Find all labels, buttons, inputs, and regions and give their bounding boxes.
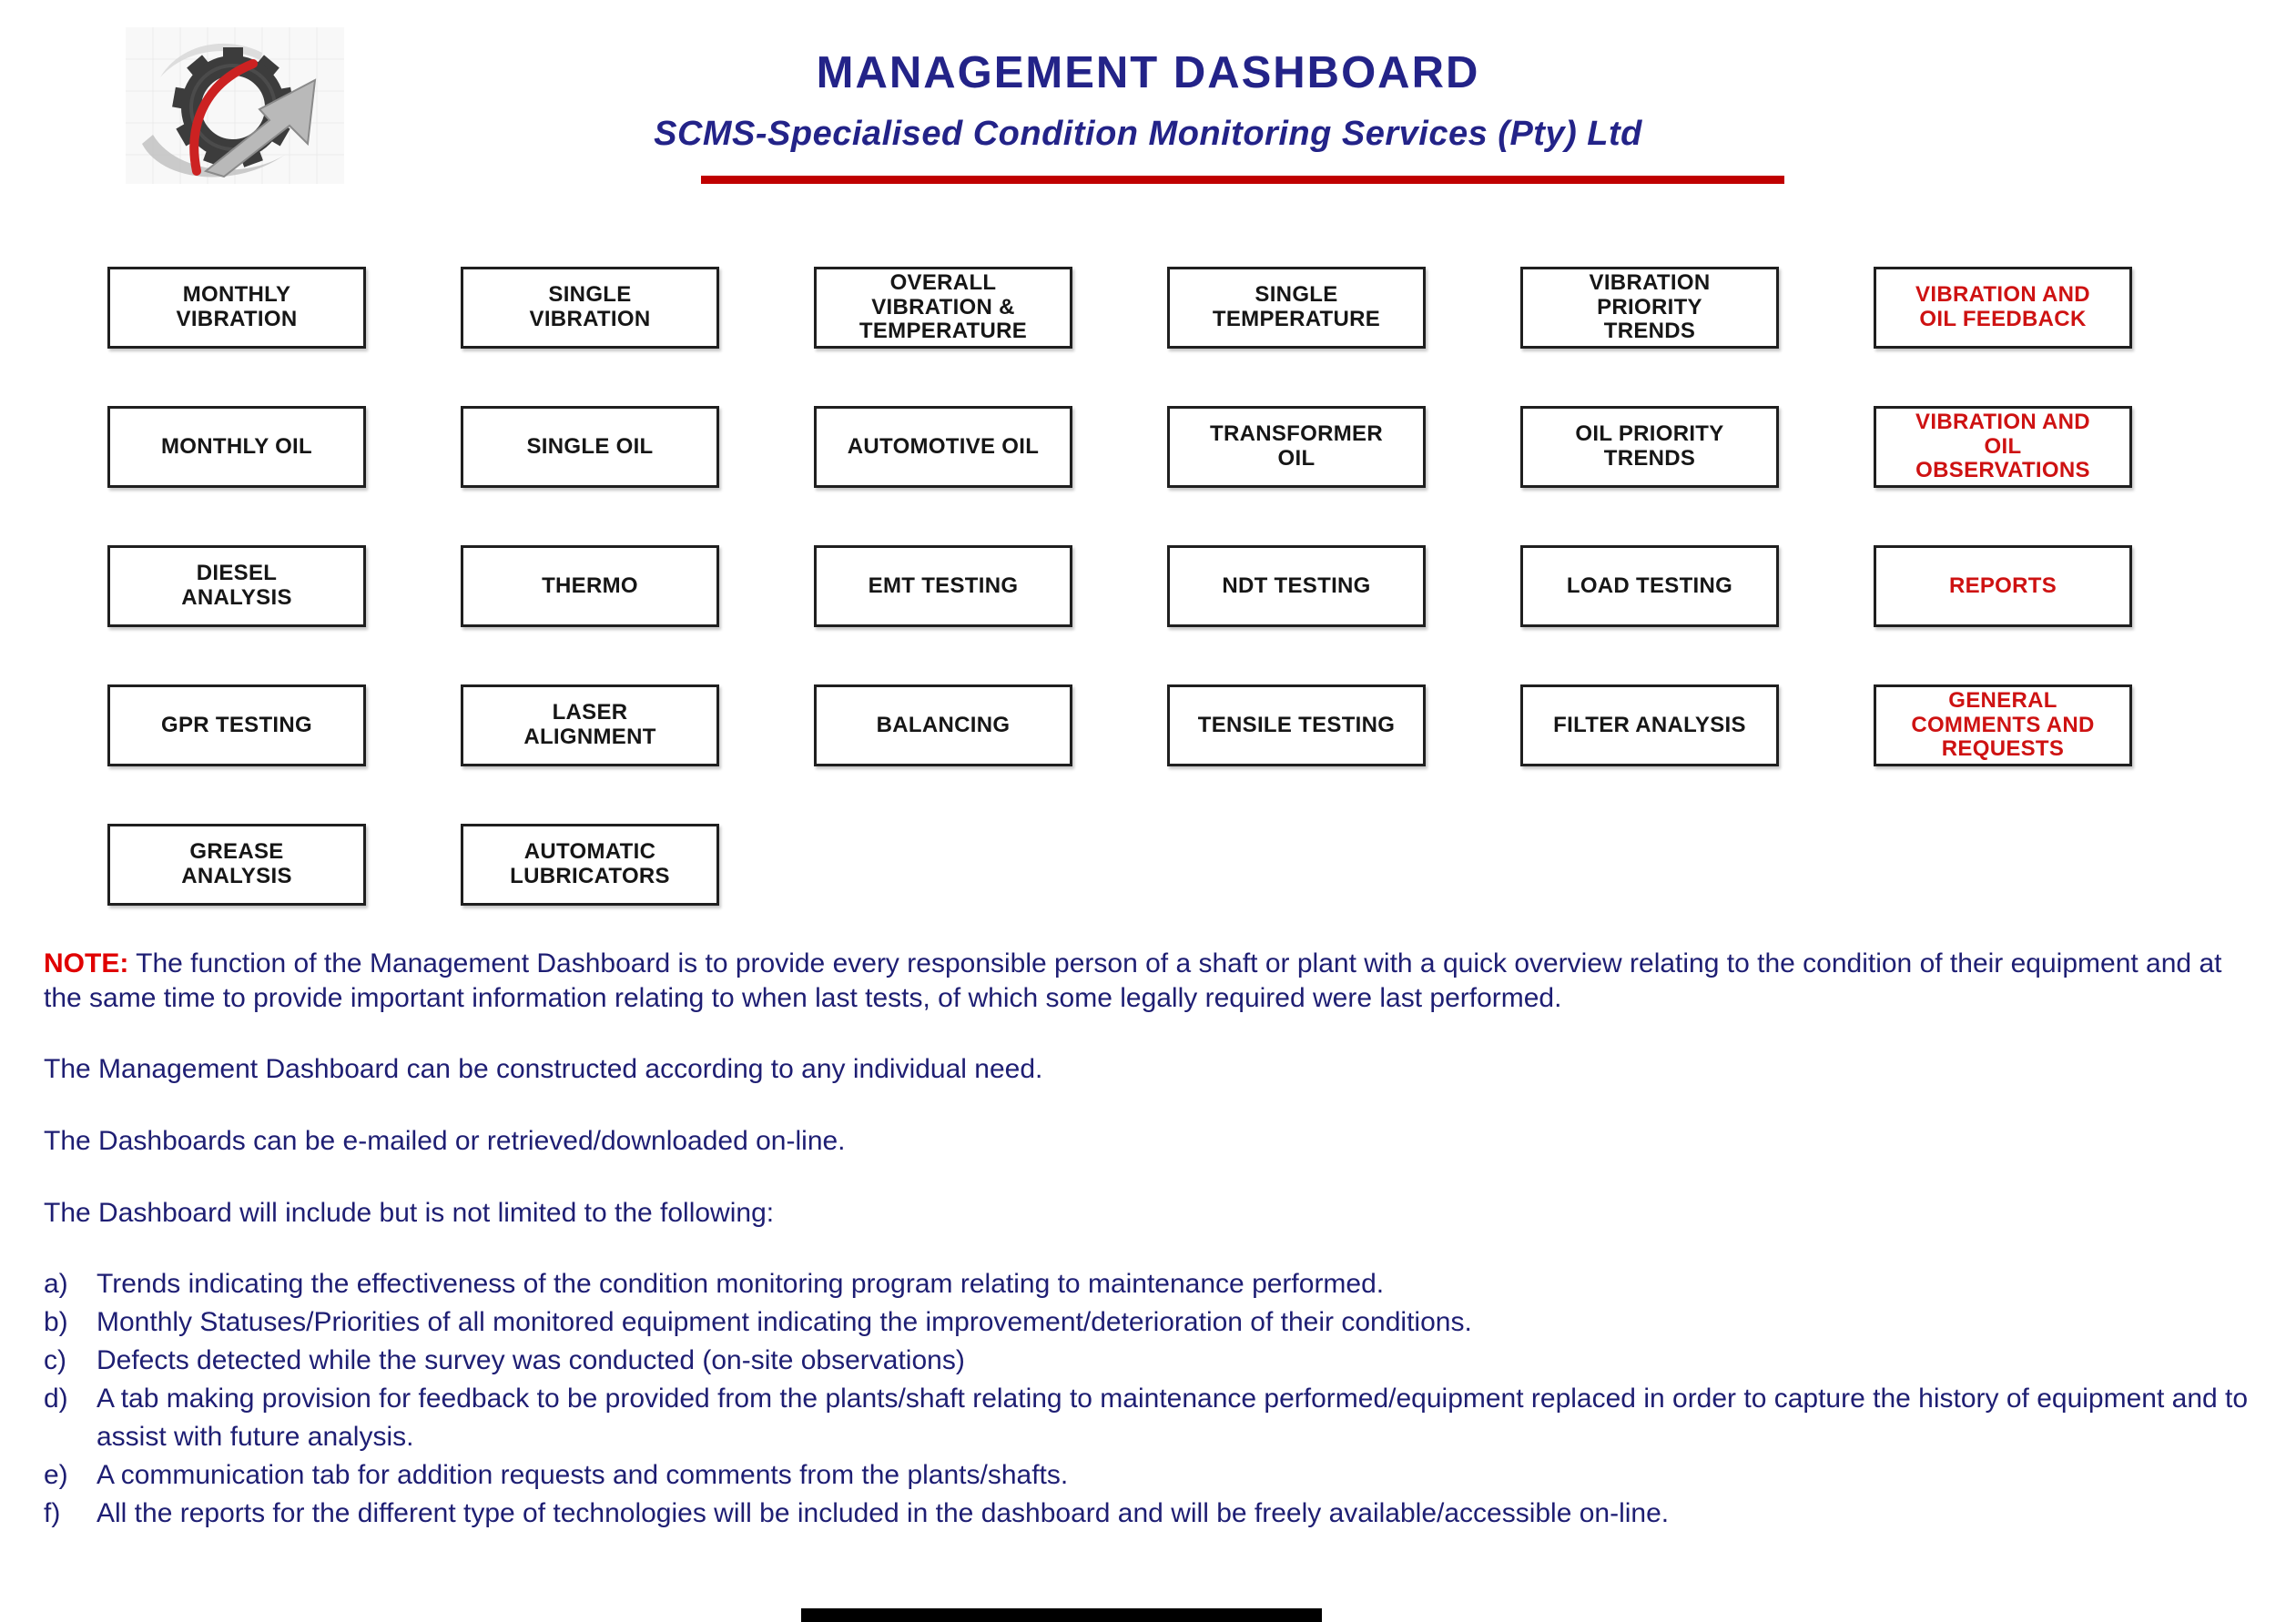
list-item-f: f) All the reports for the different typ… [44,1495,2263,1533]
list-text: Trends indicating the effectiveness of t… [97,1269,1385,1299]
list-item-c: c) Defects detected while the survey was… [44,1342,2263,1380]
btn-label: DIESEL ANALYSIS [181,561,292,610]
list-item-b: b) Monthly Statuses/Priorities of all mo… [44,1303,2263,1342]
list-marker: d) [44,1384,68,1414]
list-marker: f) [44,1498,61,1528]
btn-label: MONTHLY OIL [161,433,312,459]
btn-oil-priority-trends[interactable]: OIL PRIORITY TRENDS [1520,406,1779,488]
btn-overall-vibration-temperature[interactable]: OVERALL VIBRATION & TEMPERATURE [814,267,1072,349]
btn-label: OVERALL VIBRATION & TEMPERATURE [858,269,1028,344]
paragraph-include: The Dashboard will include but is not li… [44,1198,775,1228]
btn-label: VIBRATION PRIORITY TRENDS [1589,269,1711,344]
description-text-block: NOTE: The function of the Management Das… [44,947,2263,1533]
scms-gear-logo [126,27,344,184]
btn-automotive-oil[interactable]: AUTOMOTIVE OIL [814,406,1072,488]
btn-single-vibration[interactable]: SINGLE VIBRATION [461,267,719,349]
list-marker: b) [44,1307,68,1337]
list-text: Monthly Statuses/Priorities of all monit… [97,1307,1472,1337]
btn-label: AUTOMOTIVE OIL [847,433,1040,459]
btn-label: GPR TESTING [161,712,312,737]
list-text: A tab making provision for feedback to b… [97,1384,2249,1452]
btn-label: LOAD TESTING [1566,573,1733,598]
btn-label: SINGLE OIL [526,433,654,459]
paragraph-emailed: The Dashboards can be e-mailed or retrie… [44,1126,846,1156]
btn-grease-analysis[interactable]: GREASE ANALYSIS [107,824,366,906]
btn-automatic-lubricators[interactable]: AUTOMATIC LUBRICATORS [461,824,719,906]
btn-filter-analysis[interactable]: FILTER ANALYSIS [1520,684,1779,766]
btn-label: TRANSFORMER OIL [1210,421,1383,471]
btn-label: REPORTS [1948,573,2057,598]
btn-label: BALANCING [876,712,1011,737]
btn-monthly-vibration[interactable]: MONTHLY VIBRATION [107,267,366,349]
btn-label: GREASE ANALYSIS [181,839,292,888]
btn-load-testing[interactable]: LOAD TESTING [1520,545,1779,627]
paragraph-construct: The Management Dashboard can be construc… [44,1054,1043,1084]
btn-label: NDT TESTING [1222,573,1371,598]
btn-ndt-testing[interactable]: NDT TESTING [1167,545,1426,627]
btn-label: SINGLE VIBRATION [529,282,651,331]
note-text: The function of the Management Dashboard… [44,948,2222,1013]
btn-vibration-and-oil-feedback[interactable]: VIBRATION AND OIL FEEDBACK [1874,267,2132,349]
list-marker: e) [44,1460,68,1490]
btn-monthly-oil[interactable]: MONTHLY OIL [107,406,366,488]
btn-reports[interactable]: REPORTS [1874,545,2132,627]
list-text: Defects detected while the survey was co… [97,1345,965,1375]
btn-vibration-and-oil-observations[interactable]: VIBRATION AND OIL OBSERVATIONS [1874,406,2132,488]
btn-tensile-testing[interactable]: TENSILE TESTING [1167,684,1426,766]
btn-gpr-testing[interactable]: GPR TESTING [107,684,366,766]
list-marker: a) [44,1269,68,1299]
btn-label: VIBRATION AND OIL OBSERVATIONS [1915,409,2090,483]
btn-single-oil[interactable]: SINGLE OIL [461,406,719,488]
btn-label: LASER ALIGNMENT [523,700,656,749]
btn-label: EMT TESTING [868,573,1019,598]
btn-label: THERMO [542,573,638,598]
list-text: A communication tab for addition request… [97,1460,1069,1490]
note-label: NOTE: [44,948,129,978]
btn-emt-testing[interactable]: EMT TESTING [814,545,1072,627]
btn-label: VIBRATION AND OIL FEEDBACK [1915,282,2090,331]
btn-diesel-analysis[interactable]: DIESEL ANALYSIS [107,545,366,627]
page-subtitle: SCMS-Specialised Condition Monitoring Se… [654,115,1642,153]
btn-laser-alignment[interactable]: LASER ALIGNMENT [461,684,719,766]
btn-label: OIL PRIORITY TRENDS [1575,421,1724,471]
btn-general-comments-and-requests[interactable]: GENERAL COMMENTS AND REQUESTS [1874,684,2132,766]
list-item-e: e) A communication tab for addition requ… [44,1456,2263,1495]
bottom-bar-fragment [801,1608,1322,1622]
btn-label: AUTOMATIC LUBRICATORS [510,839,670,888]
btn-vibration-priority-trends[interactable]: VIBRATION PRIORITY TRENDS [1520,267,1779,349]
list-item-d: d) A tab making provision for feedback t… [44,1380,2263,1456]
note-paragraph: NOTE: The function of the Management Das… [44,947,2263,1016]
btn-balancing[interactable]: BALANCING [814,684,1072,766]
btn-label: TENSILE TESTING [1197,712,1396,737]
btn-label: FILTER ANALYSIS [1553,712,1746,737]
dashboard-button-grid: MONTHLY VIBRATION SINGLE VIBRATION OVERA… [107,267,2132,906]
list-marker: c) [44,1345,66,1375]
page-title: MANAGEMENT DASHBOARD [816,48,1480,97]
list-text: All the reports for the different type o… [97,1498,1670,1528]
red-divider [701,176,1784,184]
btn-transformer-oil[interactable]: TRANSFORMER OIL [1167,406,1426,488]
btn-label: MONTHLY VIBRATION [176,282,298,331]
list-item-a: a) Trends indicating the effectiveness o… [44,1265,2263,1303]
btn-label: GENERAL COMMENTS AND REQUESTS [1911,687,2095,762]
btn-label: SINGLE TEMPERATURE [1212,282,1381,331]
btn-single-temperature[interactable]: SINGLE TEMPERATURE [1167,267,1426,349]
btn-thermo[interactable]: THERMO [461,545,719,627]
